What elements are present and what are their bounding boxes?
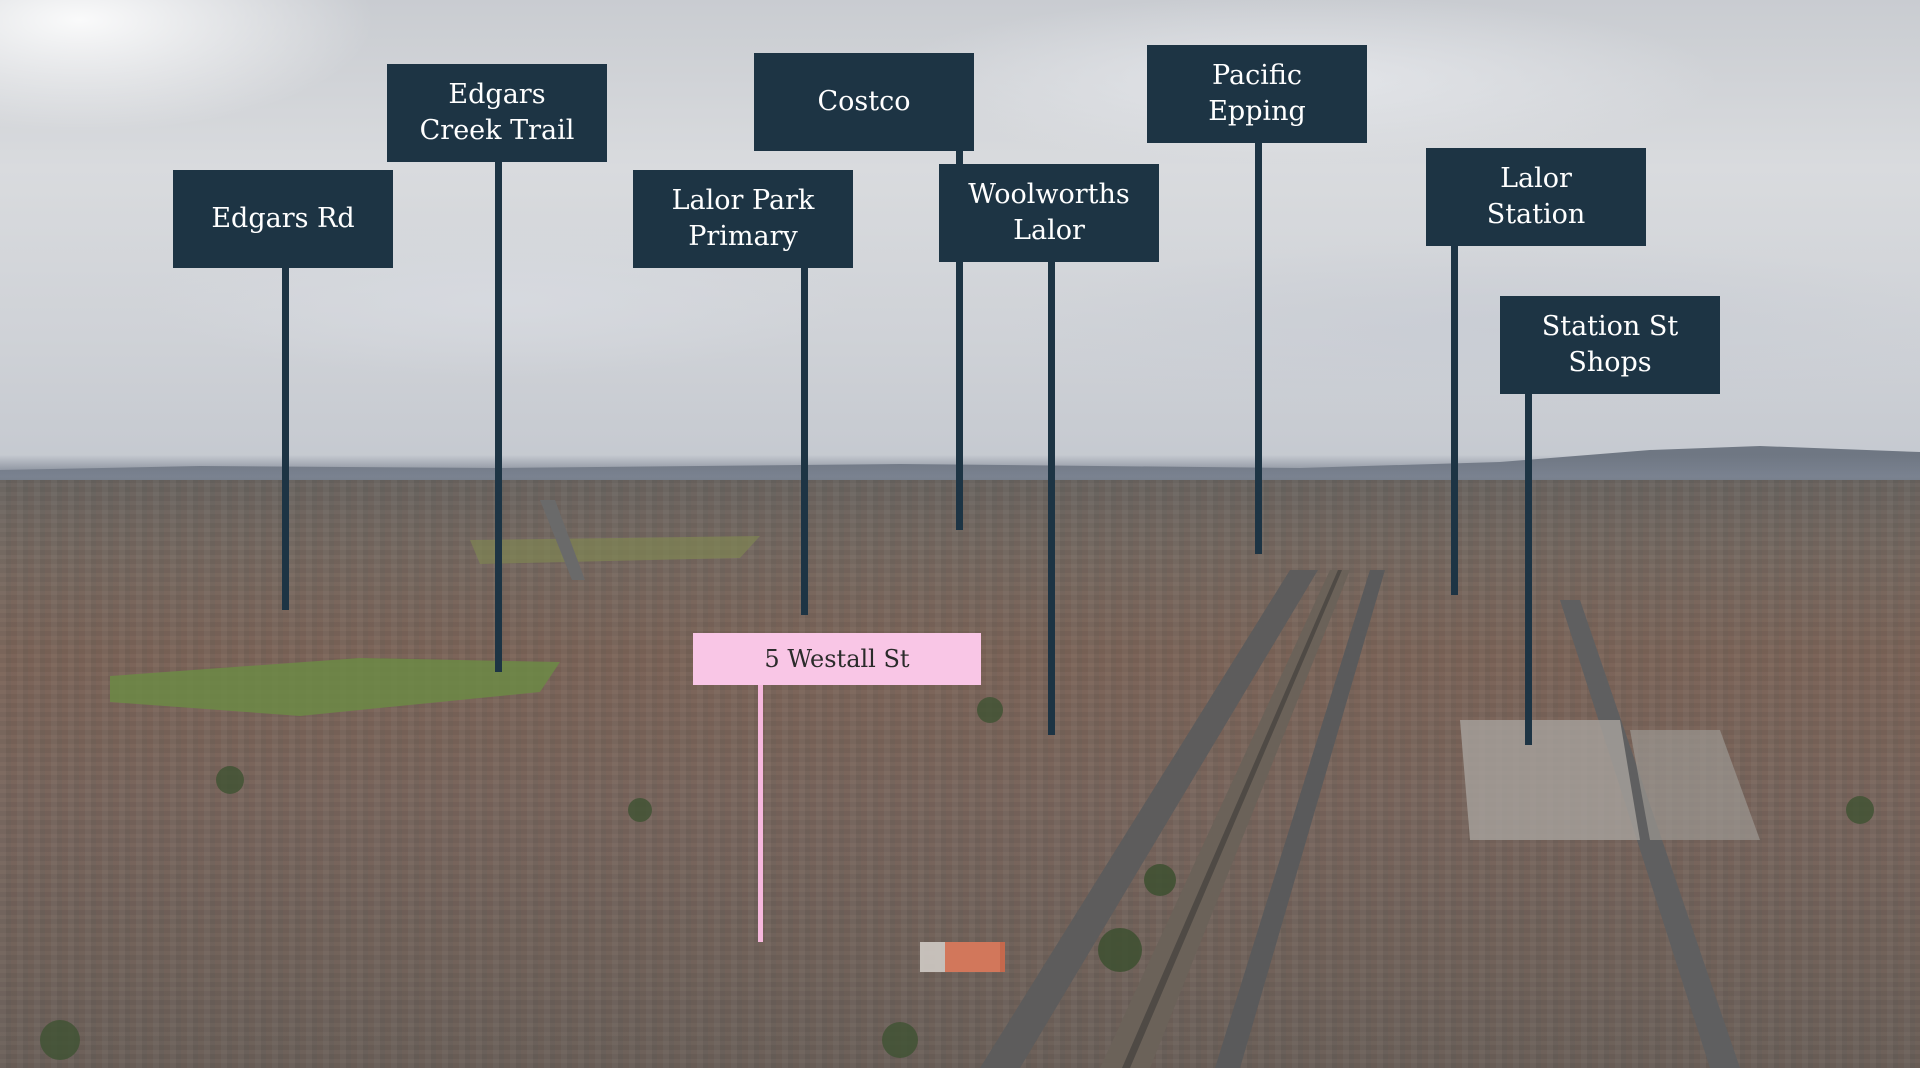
roads-and-rail bbox=[40, 500, 1874, 1068]
label-pacific-epping[interactable]: Pacific Epping bbox=[1147, 45, 1367, 143]
label-lalor-park-primary[interactable]: Lalor Park Primary bbox=[633, 170, 853, 268]
label-edgars-rd-text: Edgars Rd bbox=[211, 203, 355, 234]
label-woolworths-lalor-text: Woolworths Lalor bbox=[968, 179, 1130, 246]
subject-property-label: 5 Westall St bbox=[764, 645, 910, 673]
pin-line-station-st-shops bbox=[1525, 392, 1532, 745]
label-edgars-creek-trail[interactable]: Edgars Creek Trail bbox=[387, 64, 607, 162]
label-edgars-creek-trail-text: Edgars Creek Trail bbox=[419, 79, 575, 146]
label-costco[interactable]: Costco bbox=[754, 53, 974, 151]
pin-line-woolworths-lalor bbox=[1048, 260, 1055, 735]
label-edgars-rd[interactable]: Edgars Rd bbox=[173, 170, 393, 268]
pin-line-lalor-park-primary bbox=[801, 265, 808, 615]
label-costco-text: Costco bbox=[817, 86, 911, 117]
pin-line-pacific-epping bbox=[1255, 142, 1262, 554]
label-station-st-shops-text: Station St Shops bbox=[1541, 311, 1679, 378]
label-station-st-shops[interactable]: Station St Shops bbox=[1500, 296, 1720, 394]
pin-line-edgars-rd bbox=[282, 265, 289, 610]
label-lalor-station[interactable]: Lalor Station bbox=[1426, 148, 1646, 246]
subject-property-marker[interactable]: 5 Westall St bbox=[693, 633, 981, 685]
pin-line-edgars-creek-trail bbox=[495, 160, 502, 672]
label-lalor-station-text: Lalor Station bbox=[1486, 163, 1586, 230]
label-woolworths-lalor[interactable]: Woolworths Lalor bbox=[939, 164, 1159, 262]
subject-pin-line bbox=[758, 684, 763, 942]
label-lalor-park-primary-text: Lalor Park Primary bbox=[671, 185, 815, 252]
pin-line-lalor-station bbox=[1451, 245, 1458, 595]
label-pacific-epping-text: Pacific Epping bbox=[1208, 60, 1306, 127]
pin-line-costco bbox=[956, 150, 963, 530]
